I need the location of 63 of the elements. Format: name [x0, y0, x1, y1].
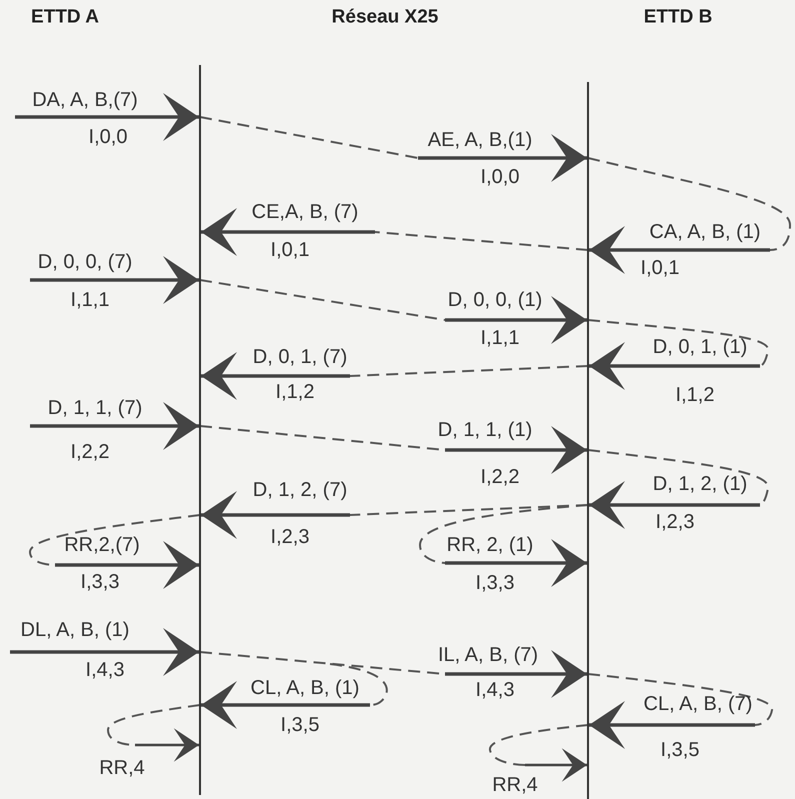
message-label: RR,4 — [98, 757, 146, 779]
arrow — [10, 628, 199, 676]
message-label: D, 1, 2, (1) — [652, 473, 748, 495]
arrow — [418, 134, 587, 182]
message-label: CL, A, B, (1) — [250, 677, 360, 699]
arrow — [201, 491, 350, 539]
message-label: I,3,3 — [80, 571, 120, 593]
message-label: DL, A, B, (1) — [20, 619, 130, 641]
message-label: AE, A, B,(1) — [426, 129, 534, 151]
arrow — [445, 650, 587, 698]
column-header: ETTD B — [642, 8, 714, 28]
message-label: I,0,0 — [88, 126, 128, 148]
message-label: D, 0, 1, (1) — [652, 336, 748, 358]
arrow — [589, 342, 760, 390]
message-label: I,0,1 — [640, 257, 680, 279]
message-label: I,4,3 — [474, 679, 516, 701]
column-header: ETTD A — [30, 8, 100, 28]
message-label: D, 0, 0, (1) — [446, 289, 544, 311]
message-label: I,1,1 — [70, 289, 110, 311]
arrow — [135, 728, 199, 762]
message-label: I,2,2 — [70, 441, 110, 463]
arrow — [30, 256, 199, 304]
message-label: RR, 2, (1) — [446, 534, 534, 556]
arrow — [201, 352, 350, 400]
message-label: CE,A, B, (7) — [250, 201, 360, 223]
message-label: I,3,3 — [474, 572, 516, 594]
message-label: RR,2,(7) — [63, 534, 141, 556]
message-label: I,2,3 — [270, 526, 310, 548]
arrow — [589, 701, 755, 749]
arrow — [15, 93, 199, 141]
message-label: D, 1, 1, (1) — [436, 419, 534, 441]
lifeline — [587, 82, 589, 799]
arrow — [201, 208, 375, 256]
message-label: I,1,1 — [480, 327, 520, 349]
arrow — [30, 402, 199, 450]
message-label: I,0,0 — [480, 166, 520, 188]
message-label: I,2,2 — [480, 466, 520, 488]
arrow — [589, 481, 760, 529]
arrow — [201, 681, 370, 729]
message-label: I,0,1 — [270, 239, 310, 261]
arrow — [445, 426, 587, 474]
message-label: D, 1, 1, (7) — [46, 397, 144, 419]
message-label: CL, A, B, (7) — [642, 693, 754, 715]
column-header: Réseau X25 — [330, 8, 440, 28]
message-label: D, 0, 0, (7) — [36, 251, 134, 273]
message-label: I,3,5 — [660, 739, 700, 761]
arrow — [55, 541, 199, 589]
lifeline — [199, 65, 201, 795]
message-label: I,3,5 — [280, 714, 320, 736]
message-label: IL, A, B, (7) — [436, 644, 540, 666]
arrow — [445, 296, 587, 344]
message-label: I,4,3 — [84, 659, 126, 681]
arrow — [589, 226, 770, 274]
message-label: I,1,2 — [674, 384, 716, 406]
message-label: CA, A, B, (1) — [648, 221, 762, 243]
message-label: DA, A, B,(7) — [31, 89, 139, 111]
message-label: D, 1, 2, (7) — [252, 479, 348, 501]
message-label: I,1,2 — [274, 381, 316, 403]
arrow — [525, 748, 587, 782]
message-label: RR,4 — [491, 774, 539, 796]
arrow — [445, 539, 587, 587]
message-label: D, 0, 1, (7) — [252, 346, 348, 368]
message-label: I,2,3 — [654, 511, 696, 533]
